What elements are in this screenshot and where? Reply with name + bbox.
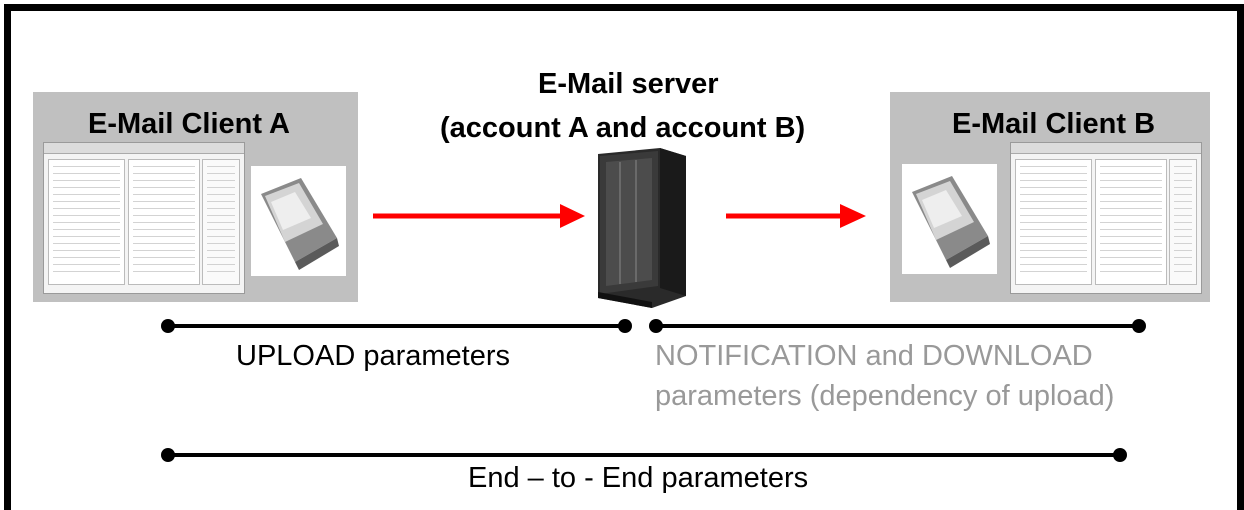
server-title-line1: E-Mail server xyxy=(538,68,719,100)
notification-label-line2: parameters (dependency of upload) xyxy=(655,380,1115,412)
server-title-line2: (account A and account B) xyxy=(440,112,806,144)
client-b-title: E-Mail Client B xyxy=(952,108,1156,140)
client-b-panel: E-Mail Client B xyxy=(890,92,1210,302)
end-to-end-label: End – to - End parameters xyxy=(468,462,809,494)
server-rack-icon xyxy=(590,148,688,308)
client-a-screen-icon xyxy=(43,142,245,294)
notification-timeline xyxy=(649,319,1146,333)
client-b-screen-icon xyxy=(1010,142,1202,294)
client-b-network-card-icon xyxy=(902,164,997,274)
upload-label: UPLOAD parameters xyxy=(236,340,510,372)
arrow-client-a-to-server xyxy=(373,204,585,228)
notification-label-line1: NOTIFICATION and DOWNLOAD xyxy=(655,340,1093,372)
arrow-server-to-client-b xyxy=(726,204,866,228)
client-a-panel: E-Mail Client A xyxy=(33,92,358,302)
diagram-frame xyxy=(4,4,1244,510)
end-to-end-timeline xyxy=(161,448,1127,462)
client-a-network-card-icon xyxy=(251,166,346,276)
upload-timeline xyxy=(161,319,632,333)
client-a-title: E-Mail Client A xyxy=(88,108,290,140)
